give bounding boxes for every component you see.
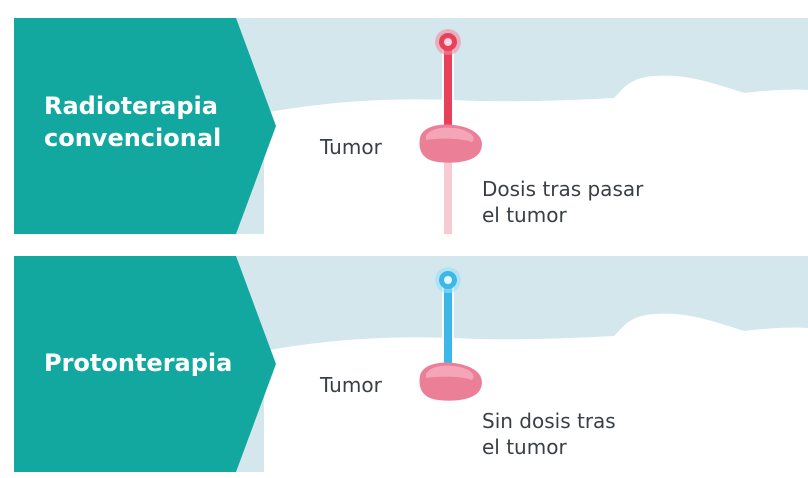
tumor-highlight [426,127,474,142]
panel-protonterapia: Protonterapia Tumor Sin dosis tras el tu… [14,256,808,472]
radiation-beam [444,42,452,142]
tumor-highlight [426,365,474,380]
panel-title: Protonterapia [44,347,232,379]
patient-head [614,315,808,413]
panel-title-line-1: Protonterapia [44,349,233,377]
panel-radioterapia-illustration [14,18,808,234]
beam-source-highlight [444,38,452,46]
panel-title-line-2: convencional [44,124,222,152]
panel-title: Radioterapia convencional [44,90,221,154]
proton-beam [444,280,452,374]
title-banner [14,18,276,234]
dose-caption-line-2: el tumor [482,203,567,227]
exit-beam [444,148,452,234]
patient-head [614,77,808,175]
tumor-label: Tumor [320,373,382,397]
dose-caption-line-1: Sin dosis tras [482,409,616,433]
panel-title-line-1: Radioterapia [44,92,218,120]
panel-protonterapia-illustration [14,256,808,472]
panel-radioterapia: Radioterapia convencional Tumor Dosis tr… [14,18,808,234]
dose-caption-line-2: el tumor [482,435,567,459]
dose-caption: Dosis tras pasar el tumor [482,176,643,228]
title-banner [14,256,276,472]
beam-source-highlight [444,276,452,284]
tumor-label: Tumor [320,135,382,159]
dose-caption: Sin dosis tras el tumor [482,408,616,460]
dose-caption-line-1: Dosis tras pasar [482,177,644,201]
